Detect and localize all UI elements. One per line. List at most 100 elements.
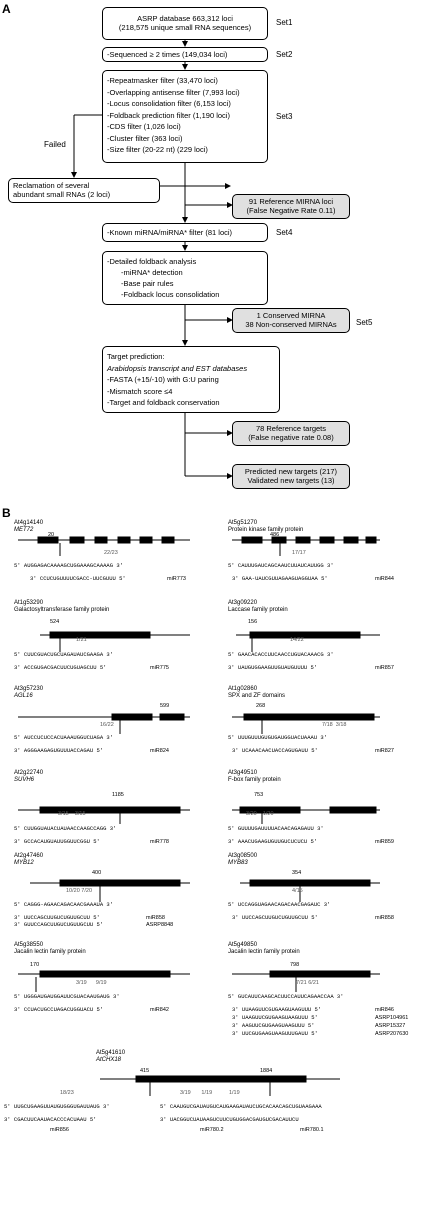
- target-sequence: 5' CAGGG-AGAACAGACAACGAAAUA 3': [14, 901, 114, 908]
- site-position: 1185: [112, 792, 124, 798]
- filter-line: -Repeatmasker filter (33,470 loci): [107, 76, 218, 85]
- reclamation-box: Reclamation of several abundant small RN…: [8, 178, 160, 203]
- cleavage-ratio: 17/17: [292, 550, 306, 556]
- cleavage-ratio: 16/22: [100, 722, 114, 728]
- asrp-database-subtitle: (218,575 unique small RNA sequences): [118, 23, 252, 32]
- mirna-name: ASRP104961: [375, 1015, 409, 1021]
- cleavage-ratio: 1/21: [76, 637, 87, 643]
- mirna-name: miR780.2: [200, 1127, 224, 1133]
- target-sequence: 5' UCCAGGUAGAACAGACAACGAGAUC 3': [228, 901, 331, 908]
- mirna-name: miR773: [167, 576, 186, 582]
- sequenced-filter-text: -Sequenced ≥ 2 times (149,034 loci): [107, 50, 228, 59]
- mirna-name: ASRP15327: [375, 1023, 406, 1029]
- gene-models: [18, 536, 380, 1096]
- cleavage-ratio: 22/23: [104, 550, 118, 556]
- cleavage-ratio: 3/20 1/20: [246, 811, 274, 817]
- target-sequence: 5' AUGGAGACAAAAGCUGGAAAGCAAAAG 3': [14, 562, 123, 569]
- mirna-sequence: 3' AAACUGAAGUGUUGUCUCUCU 5': [228, 838, 318, 845]
- cleavage-ratio: 18/23: [60, 1090, 74, 1096]
- flow-connectors: [71, 40, 233, 479]
- cleavage-ratio: 10/20 7/20: [66, 888, 93, 894]
- mirna-name: miR775: [150, 665, 169, 671]
- reclamation-line1: Reclamation of several: [13, 181, 90, 190]
- failed-label: Failed: [44, 140, 66, 149]
- mirna-name: miR780.1: [300, 1127, 324, 1133]
- cleavage-ratio: 7/18 3/18: [322, 722, 347, 728]
- mirna-sequence: 3' UUCCAGCUUGUCUGUUGCUU 5': [14, 914, 100, 921]
- target-line: -Target and foldback conservation: [107, 398, 220, 407]
- target-sequence: 5' UGGGAUGAUGGAUUCGUACAAUGAUG 3': [14, 993, 120, 1000]
- foldback-line: -Foldback locus consolidation: [121, 290, 220, 299]
- mirna-name: miR858: [146, 915, 165, 921]
- mirna-sequence: 3' GAA-UAUCGUUAGAAGUAGGUAA 5': [232, 575, 328, 582]
- target-sequence: 5' UUGCUGAAGUUAUGUGGGUGAUUAUG 3': [4, 1103, 110, 1110]
- foldback-line: -Base pair rules: [121, 279, 174, 288]
- mirna-name: miR842: [150, 1007, 169, 1013]
- target-sequence: 5' GAACACACCUUCAACCUGUACAAACG 3': [228, 651, 334, 658]
- mirna-name: miR778: [150, 839, 169, 845]
- filter-line: -Foldback prediction filter (1,190 loci): [107, 110, 230, 120]
- target-line: Target prediction:: [107, 352, 165, 361]
- conserved-mirna-line2: 38 Non-conserved MIRNAs: [245, 320, 337, 329]
- conserved-mirna-box: 1 Conserved MIRNA 38 Non-conserved MIRNA…: [232, 308, 350, 333]
- mirna-name: miR857: [375, 665, 394, 671]
- target-sequence: 5' CUUCGUACUGCUAGAUAUCGAAGA 3': [14, 651, 114, 658]
- new-targets-line1: Predicted new targets (217): [244, 467, 338, 476]
- new-targets-line2: Validated new targets (13): [247, 476, 335, 485]
- mirna-sequence: 3' CGACUUCAAUACACCCACUAAU 5': [4, 1116, 97, 1123]
- panel-b-label: B: [2, 506, 11, 520]
- sequenced-filter-box: -Sequenced ≥ 2 times (149,034 loci): [102, 47, 268, 62]
- cleavage-ratio: 7/21 6/21: [296, 980, 319, 986]
- reference-targets-line1: 78 Reference targets: [255, 424, 327, 433]
- mirna-sequence: 3' CCUACUGCCUAGACUGGUACU 5': [14, 1006, 104, 1013]
- cleavage-ratio: 3/19 1/19 1/19: [180, 1090, 240, 1096]
- filter-line: -Cluster filter (363 loci): [107, 133, 183, 143]
- site-position: 156: [248, 619, 258, 625]
- conserved-mirna-line1: 1 Conserved MIRNA: [256, 311, 326, 320]
- reference-mirna-line1: 91 Reference MIRNA loci: [248, 197, 334, 206]
- site-position: 170: [30, 962, 40, 968]
- site-position: 486: [270, 532, 280, 538]
- site-position: 268: [256, 703, 266, 709]
- mirna-sequence: 3' CCUCUGUUUUCGACC-UUCGUUU 5': [30, 575, 126, 582]
- site-position: 354: [292, 870, 302, 876]
- target-sequence: 5' CAUUUGAUCAGCAAUCUUAUCAUUGG 3': [228, 562, 334, 569]
- mirna-sequence: 3' GCCACAUGUAUUGGUUCGGU 5': [14, 838, 100, 845]
- mirna-sequence: 3' AAGUUCGUGAAGUAAGUUU 5': [232, 1022, 315, 1029]
- mirna-name: miR827: [375, 748, 394, 754]
- cleavage-ratio: 14/22: [290, 637, 304, 643]
- target-line: -Mismatch score ≤4: [107, 386, 173, 396]
- target-sequence: 5' CAAUGUCGAUAUGUCAUGAAGAUAUCUGCACAACAGC…: [160, 1103, 322, 1110]
- cleavage-ratio: 3/19 9/19: [76, 980, 107, 986]
- filter-line: -Locus consolidation filter (6,153 loci): [107, 99, 231, 108]
- asrp-database-title: ASRP database 663,312 loci: [137, 14, 233, 23]
- foldback-line: -Detailed foldback analysis: [107, 257, 197, 266]
- site-position: 1884: [260, 1068, 273, 1074]
- site-position: 798: [290, 962, 300, 968]
- mirna-name: miR846: [375, 1007, 394, 1013]
- locus-filters-box: -Repeatmasker filter (33,470 loci) -Over…: [102, 70, 268, 163]
- mirna-sequence: 3' UAUGUGGAAGUUGUAUGUUUU 5': [228, 664, 318, 671]
- target-prediction-box: Target prediction: Arabidopsis transcrip…: [102, 346, 280, 413]
- mirna-name: ASRP207630: [375, 1031, 409, 1037]
- cleavage-ratio: 4/15: [292, 888, 303, 894]
- mirna-sequence: 3' UUCCAGCUUGUCUGUUGCUU 5': [232, 914, 318, 921]
- mirna-name: miR858: [375, 915, 394, 921]
- mirna-name: miR856: [50, 1127, 69, 1133]
- set1-label: Set1: [276, 18, 293, 27]
- target-sequence: 5' GUUUUGAUUUUACAACAGAGAUU 3': [228, 825, 324, 832]
- filter-line: -CDS filter (1,026 loci): [107, 122, 181, 131]
- target-line: Arabidopsis transcript and EST databases: [107, 363, 248, 373]
- panel-a-label: A: [2, 2, 11, 16]
- mirna-name: miR859: [375, 839, 394, 845]
- cleavage-ratio: 3/15 3/15: [58, 811, 86, 817]
